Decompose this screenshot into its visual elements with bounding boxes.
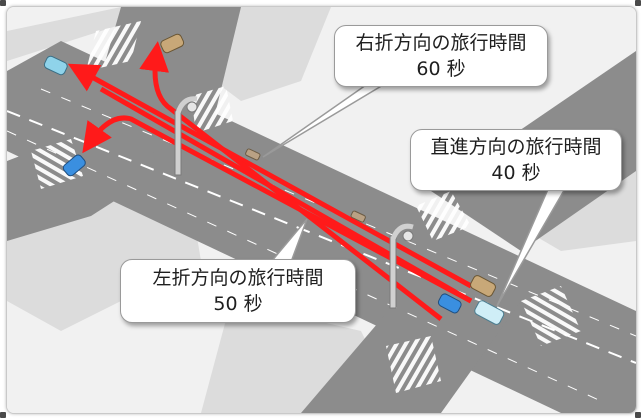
route-arrow-left-turn — [82, 115, 473, 304]
car-icon — [245, 148, 261, 161]
callout-straight-unit: 秒 — [521, 162, 541, 184]
traffic-signal-pole-icon — [389, 223, 414, 309]
route-arrow-straight-1 — [67, 63, 473, 289]
traffic-signal-pole-icon — [174, 96, 198, 176]
callout-left-turn-value: 50 — [213, 293, 238, 315]
car-icon — [437, 293, 462, 314]
crosswalk-right-middle — [521, 286, 581, 346]
crosswalk-center-left — [191, 86, 233, 133]
crosswalk-bottom — [386, 336, 441, 393]
callout-left-turn-unit: 秒 — [243, 293, 263, 315]
callout-right-turn-value: 60 — [416, 58, 441, 80]
car-icon — [62, 154, 86, 177]
frame-corner-tr — [635, 0, 641, 6]
callout-straight-value: 40 — [491, 162, 516, 184]
frame-corner-tl — [0, 0, 6, 6]
crosswalk-left — [31, 139, 83, 189]
car-icon — [160, 33, 185, 54]
frame-corner-br — [635, 412, 641, 418]
lane-marking-upper — [40, 88, 636, 337]
callout-right-turn-unit: 秒 — [446, 58, 466, 80]
crosswalk-top-left — [86, 21, 141, 71]
car-icon — [470, 275, 496, 297]
route-arrow-right-turn — [139, 41, 443, 321]
crosswalk-right-upper — [416, 191, 471, 241]
callout-left-turn-title: 左折方向の旅行時間 — [152, 267, 324, 289]
callout-right-turn-title: 右折方向の旅行時間 — [355, 32, 527, 54]
car-icon — [350, 210, 366, 223]
road-scene — [7, 7, 636, 413]
car-icon — [43, 55, 68, 76]
callout-straight-title: 直進方向の旅行時間 — [430, 136, 602, 158]
car-icon — [474, 300, 505, 325]
frame-corner-bl — [0, 412, 6, 418]
